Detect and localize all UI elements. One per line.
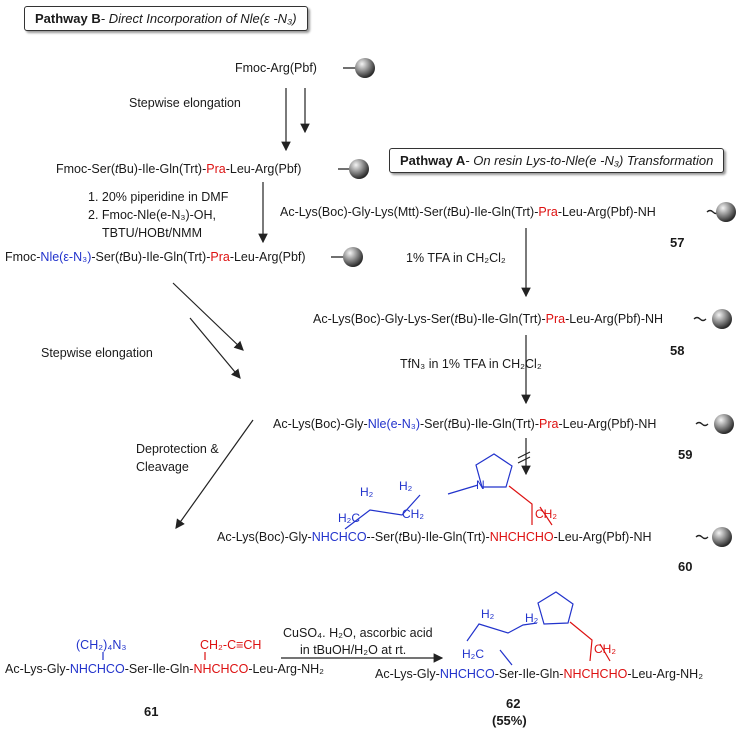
b-start-compound: Fmoc-Arg(Pbf) bbox=[235, 61, 317, 75]
sidechain-61 bbox=[102, 652, 206, 660]
arrow-b3b bbox=[189, 317, 241, 379]
resin-bead-60 bbox=[695, 527, 732, 547]
deprot-label-1: Deprotection & bbox=[136, 442, 219, 456]
h2-label-62a: H₂ bbox=[481, 607, 495, 621]
resin-bead-57 bbox=[706, 202, 736, 222]
pathway-b-header: Pathway B- Direct Incorporation of Nle(ε… bbox=[24, 6, 308, 31]
compound-59: Ac-Lys(Boc)-Gly-Nle(e-N₃)-Ser(tBu)-Ile-G… bbox=[273, 417, 657, 431]
reagent-click-2: in tBuOH/H₂O at rt. bbox=[300, 643, 407, 657]
n-label-60: N bbox=[476, 478, 485, 492]
sidechain-blue-61: (CH₂)₄N₃ bbox=[76, 638, 127, 652]
b-reagent-2: 2. Fmoc-Nle(e-N₃)-OH, bbox=[88, 208, 217, 222]
compound-60: Ac-Lys(Boc)-Gly-NHCHCO--Ser(tBu)-Ile-Gln… bbox=[217, 530, 652, 544]
resin-bead-59 bbox=[695, 414, 734, 434]
h2-label-60b: H₂ bbox=[399, 479, 413, 493]
ch2-label-60r: CH₂ bbox=[535, 507, 557, 521]
triazole-60 bbox=[344, 453, 553, 530]
pathway-b-label: Pathway B bbox=[35, 11, 101, 26]
b-step2-label: Stepwise elongation bbox=[41, 346, 153, 360]
h2c-label-60: H₂C bbox=[338, 511, 360, 525]
b-intermediate-1: Fmoc-Ser(tBu)-Ile-Gln(Trt)-Pra-Leu-Arg(P… bbox=[56, 162, 302, 176]
compound-number-58: 58 bbox=[670, 343, 685, 358]
deprot-label-2: Cleavage bbox=[136, 460, 189, 474]
b-reagent-3: TBTU/HOBt/NMM bbox=[102, 226, 202, 240]
b-step1-label: Stepwise elongation bbox=[129, 96, 241, 110]
ch2-label-62r: CH₂ bbox=[594, 642, 616, 656]
pathway-a-label: Pathway A bbox=[400, 153, 466, 168]
compound-57: Ac-Lys(Boc)-Gly-Lys(Mtt)-Ser(tBu)-Ile-Gl… bbox=[280, 205, 656, 219]
sidechain-red-61: CH₂-C≡CH bbox=[200, 638, 262, 652]
compound-61: Ac-Lys-Gly-NHCHCO-Ser-Ile-Gln-NHCHCO-Leu… bbox=[5, 662, 325, 676]
b-reagent-1: 1. 20% piperidine in DMF bbox=[88, 190, 229, 204]
pathway-b-desc: - Direct Incorporation of Nle(ε -N₃) bbox=[100, 11, 297, 26]
resin-bead-58 bbox=[693, 309, 732, 329]
reagent-click-1: CuSO₄. H₂O, ascorbic acid bbox=[283, 626, 433, 640]
resin-bead-2 bbox=[338, 159, 369, 179]
compound-number-59: 59 bbox=[678, 447, 693, 462]
ch2-label-60b: CH₂ bbox=[402, 507, 424, 521]
reagent-58: TfN₃ in 1% TFA in CH₂Cl₂ bbox=[400, 357, 542, 371]
resin-bead-3 bbox=[331, 247, 363, 267]
arrow-deprot bbox=[175, 419, 254, 529]
compound-number-62: 62 bbox=[506, 696, 521, 711]
compound-number-57: 57 bbox=[670, 235, 685, 250]
reagent-57: 1% TFA in CH₂Cl₂ bbox=[406, 251, 506, 265]
arrow-b3a bbox=[172, 282, 244, 351]
pathway-a-header: Pathway A- On resin Lys-to-Nle(e -N₃) Tr… bbox=[389, 148, 725, 173]
compound-number-61: 61 bbox=[144, 704, 159, 719]
yield-62: (55%) bbox=[492, 713, 527, 728]
h2-label-62b: H₂ bbox=[525, 611, 539, 625]
triazole-62 bbox=[466, 591, 611, 666]
resin-bead-1 bbox=[343, 58, 375, 78]
compound-number-60: 60 bbox=[678, 559, 693, 574]
pathway-a-desc: - On resin Lys-to-Nle(e -N₃) Transformat… bbox=[465, 153, 714, 168]
compound-62: Ac-Lys-Gly-NHCHCO-Ser-Ile-Gln-NHCHCHO-Le… bbox=[375, 667, 704, 681]
h2-label-60a: H₂ bbox=[360, 485, 374, 499]
compound-58: Ac-Lys(Boc)-Gly-Lys-Ser(tBu)-Ile-Gln(Trt… bbox=[313, 312, 664, 326]
b-intermediate-2: Fmoc-Nle(ε-N₃)-Ser(tBu)-Ile-Gln(Trt)-Pra… bbox=[5, 250, 306, 264]
h2c-label-62: H₂C bbox=[462, 647, 484, 661]
